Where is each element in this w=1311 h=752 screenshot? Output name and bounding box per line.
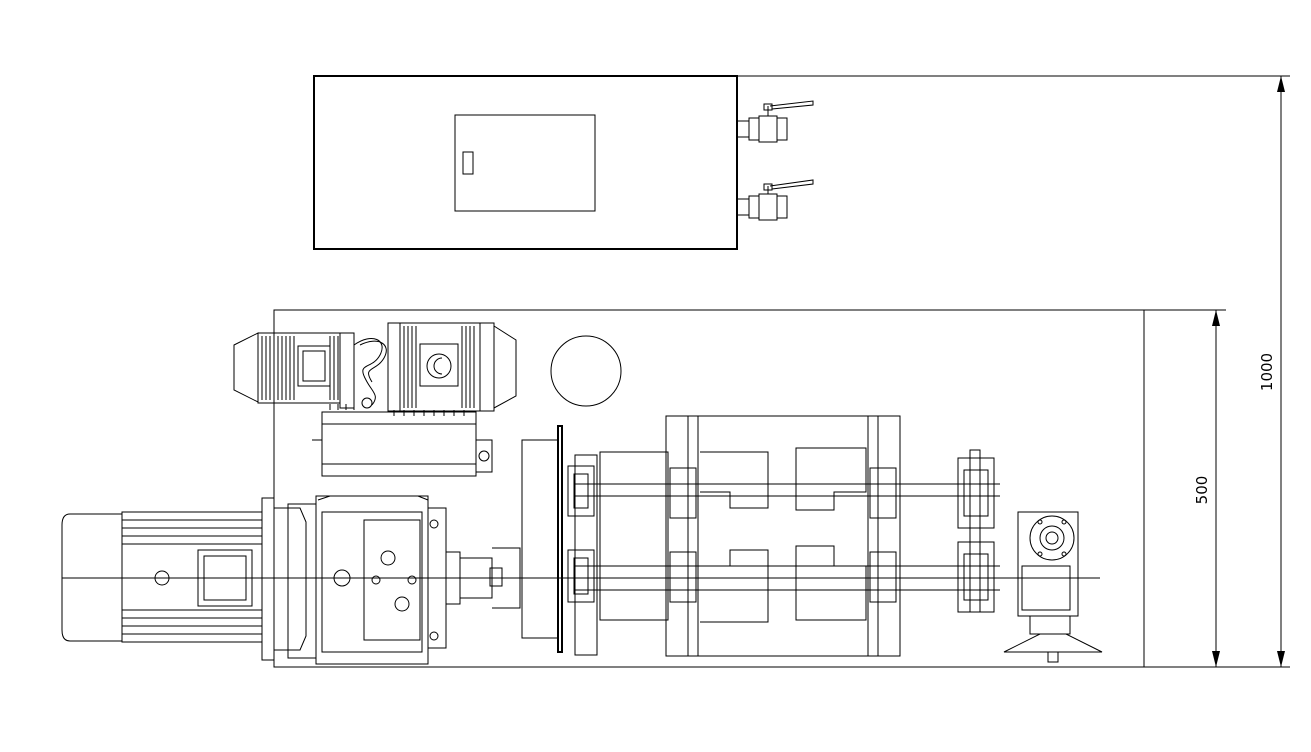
dimension-500-label: 500 [1193, 476, 1211, 505]
ball-valve-lower [736, 179, 814, 221]
right-bearings [957, 449, 995, 613]
dimension-lines [737, 75, 1290, 668]
cabinet-door [454, 114, 596, 212]
coupling-disc [521, 425, 563, 653]
control-cabinet [313, 75, 738, 250]
dimension-1000-label: 1000 [1258, 353, 1276, 391]
left-bearings [567, 465, 595, 603]
main-motor-gearbox [61, 495, 1100, 665]
base-frame [273, 309, 1145, 668]
worm-gear-handwheel [1003, 511, 1103, 663]
vacuum-pump-assembly [233, 322, 517, 477]
door-handle [462, 151, 474, 175]
ball-valve-upper [736, 100, 814, 143]
tank-lid-circle [550, 335, 622, 407]
mixer-body [574, 415, 1000, 657]
